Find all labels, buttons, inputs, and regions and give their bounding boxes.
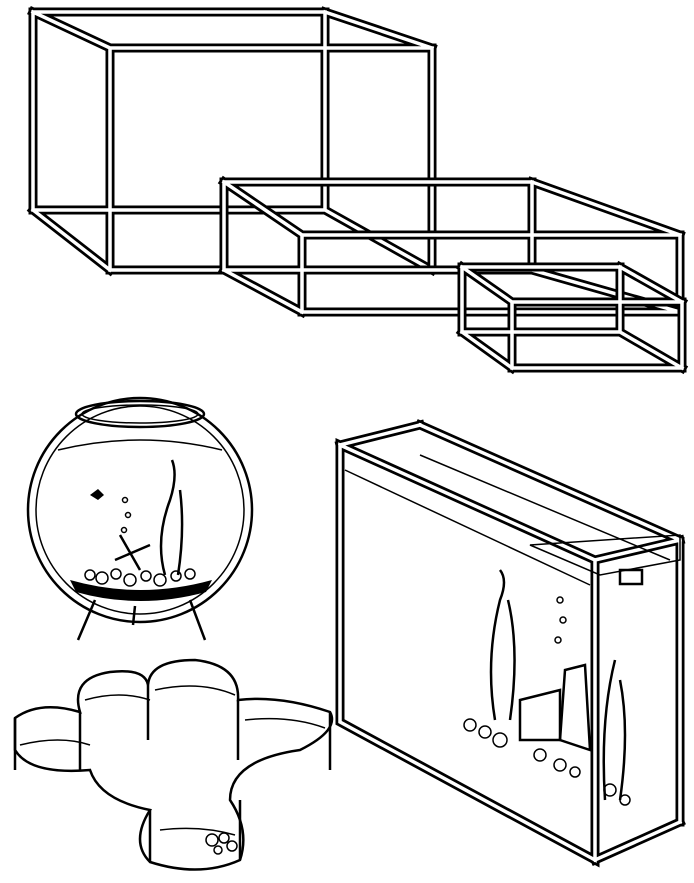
fish	[90, 489, 104, 500]
filter-icon	[618, 568, 644, 586]
aquarium-gravel	[463, 718, 631, 806]
flower-shaped-tank	[13, 658, 334, 871]
plant	[159, 459, 184, 576]
plant-right	[602, 659, 627, 801]
rectangular-aquarium	[340, 425, 680, 860]
tank-lid	[529, 534, 681, 576]
medium-tank-frame	[224, 182, 680, 312]
tank-pebbles	[205, 832, 238, 855]
gravel	[84, 568, 196, 587]
bowl-stand-legs	[76, 599, 207, 641]
castle-ornament	[518, 688, 562, 742]
fish-bowl	[26, 396, 254, 641]
plant-left	[489, 569, 516, 721]
